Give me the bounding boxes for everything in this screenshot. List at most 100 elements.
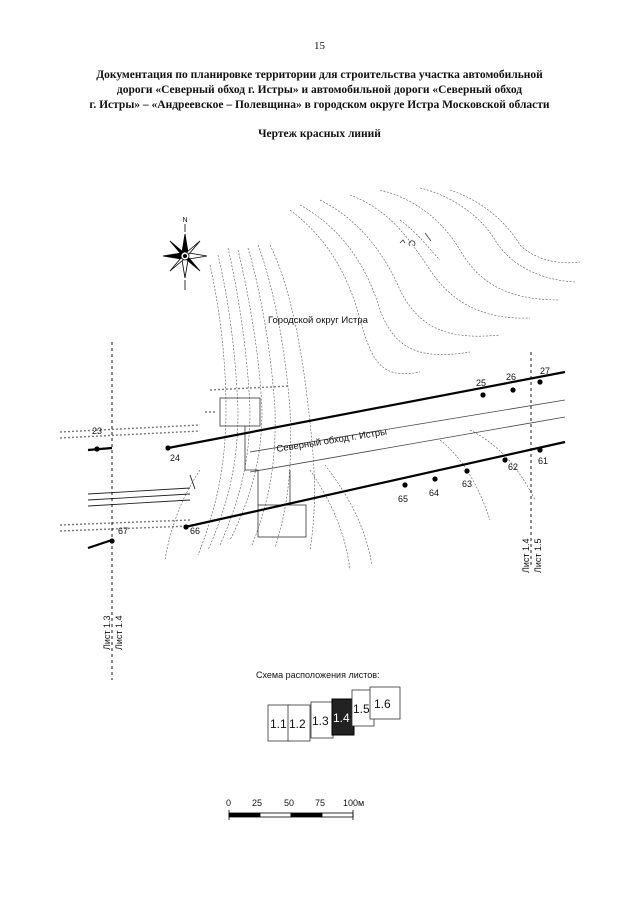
sheet-cell-label: 1.2 — [289, 717, 306, 731]
point-marker — [537, 447, 543, 453]
document-title-line: г. Истры» – «Андреевское – Полевщина» в … — [89, 99, 550, 111]
sheet-boundaries — [111, 342, 532, 680]
sheet-cell-label: 1.3 — [312, 714, 329, 728]
point-marker — [402, 482, 408, 488]
point-label: 62 — [508, 462, 518, 472]
contour-line — [289, 209, 421, 374]
contour-line — [299, 204, 471, 355]
page-number: 15 — [314, 40, 325, 52]
parcel-boundary-marks — [59, 385, 291, 532]
red-line-upper — [167, 370, 566, 450]
sheet-cell-label: 1.5 — [353, 702, 370, 716]
layout-scheme-title: Схема расположения листов: — [256, 670, 380, 680]
contour-lines — [164, 187, 581, 571]
red-line-lower — [184, 440, 566, 529]
connector-road — [87, 474, 196, 507]
contour-line — [229, 249, 263, 541]
boundary-mark — [59, 430, 201, 439]
sheet-cell-1-6: 1.6 — [369, 686, 401, 720]
structure-outline — [244, 426, 259, 505]
north-compass-icon: N — [162, 217, 208, 290]
document-title-line: дороги «Северный обход г. Истры» и автом… — [116, 84, 523, 96]
boundary-mark — [59, 424, 201, 433]
document-title-line: Документация по планировке территории дл… — [96, 69, 543, 81]
point-marker — [537, 379, 543, 385]
terrain-mark — [424, 232, 432, 242]
sheet-cell-label: 1.4 — [333, 711, 350, 725]
road-edges — [249, 399, 566, 473]
contour-line — [207, 254, 239, 551]
scale-tick-label: 50 — [284, 798, 294, 808]
red-line-left-lower — [87, 538, 113, 550]
point-label: 64 — [429, 488, 439, 498]
sheet-cell-1-2: 1.2 — [287, 704, 311, 742]
point-marker — [94, 446, 100, 452]
boundary-mark — [59, 519, 191, 526]
scale-bar — [228, 810, 354, 820]
terrain-mark — [408, 240, 416, 247]
contour-line — [197, 264, 227, 556]
sheet-label: Лист 1.5 — [533, 538, 543, 573]
point-marker — [502, 457, 508, 463]
contour-line — [419, 187, 576, 283]
red-lines — [87, 370, 566, 550]
connector-edge — [189, 474, 196, 490]
scale-tick-label: 0 — [226, 798, 231, 808]
contour-line — [379, 189, 561, 301]
scale-tick-label: 75 — [315, 798, 325, 808]
scale-segment — [259, 812, 292, 818]
sheet-cell-1-4-active: 1.4 — [331, 698, 355, 736]
sheet-cell-label: 1.6 — [374, 697, 391, 711]
point-marker — [183, 524, 189, 530]
point-label: 24 — [170, 453, 180, 463]
contour-line — [399, 219, 441, 261]
red-line-points — [94, 379, 543, 544]
connector-edge — [87, 487, 191, 495]
road-edge — [249, 399, 566, 453]
document-title: Документация по планировке территории дл… — [30, 68, 609, 113]
north-label: N — [183, 217, 188, 224]
point-label: 61 — [538, 456, 548, 466]
boundary-mark — [209, 385, 291, 391]
contour-line — [309, 469, 351, 571]
contour-line — [469, 429, 536, 501]
drawing-title: Чертеж красных линий — [258, 128, 381, 140]
sheet-label: Лист 1.4 — [114, 615, 124, 650]
connector-edge — [87, 493, 191, 501]
point-label: 25 — [476, 378, 486, 388]
scale-segment — [321, 812, 354, 818]
contour-line — [269, 244, 315, 551]
scale-tick-label: 25 — [252, 798, 262, 808]
sheet-cell-1-3: 1.3 — [310, 701, 334, 739]
scale-segment — [290, 812, 323, 818]
contour-line — [319, 199, 501, 337]
sheet-label: Лист 1.3 — [102, 615, 112, 650]
contour-line — [164, 469, 201, 561]
point-label: 27 — [540, 366, 550, 376]
sheet-cell-1-5: 1.5 — [351, 689, 375, 727]
contour-line — [247, 247, 276, 546]
point-marker — [464, 468, 470, 474]
contour-line — [257, 244, 291, 549]
scale-tick-label: 100м — [343, 798, 364, 808]
point-labels: 23 24 25 26 27 67 66 65 64 63 62 61 — [92, 366, 550, 536]
point-label: 63 — [462, 479, 472, 489]
connector-edge — [87, 499, 191, 507]
point-marker — [510, 387, 516, 393]
road-edge — [249, 416, 566, 473]
contour-line — [324, 464, 373, 566]
contour-line — [449, 189, 581, 264]
boundary-mark — [59, 525, 191, 532]
terrain-marks — [399, 232, 432, 247]
contour-line — [349, 194, 531, 319]
sheet-cell-label: 1.1 — [270, 717, 287, 731]
point-label: 65 — [398, 494, 408, 504]
red-line-left-upper — [87, 446, 113, 452]
point-label: 67 — [118, 526, 128, 536]
point-marker — [432, 476, 438, 482]
district-label: Городской округ Истра — [268, 315, 369, 326]
contour-line — [219, 247, 251, 546]
scale-bar-labels: 0 25 50 75 100м — [226, 798, 364, 808]
